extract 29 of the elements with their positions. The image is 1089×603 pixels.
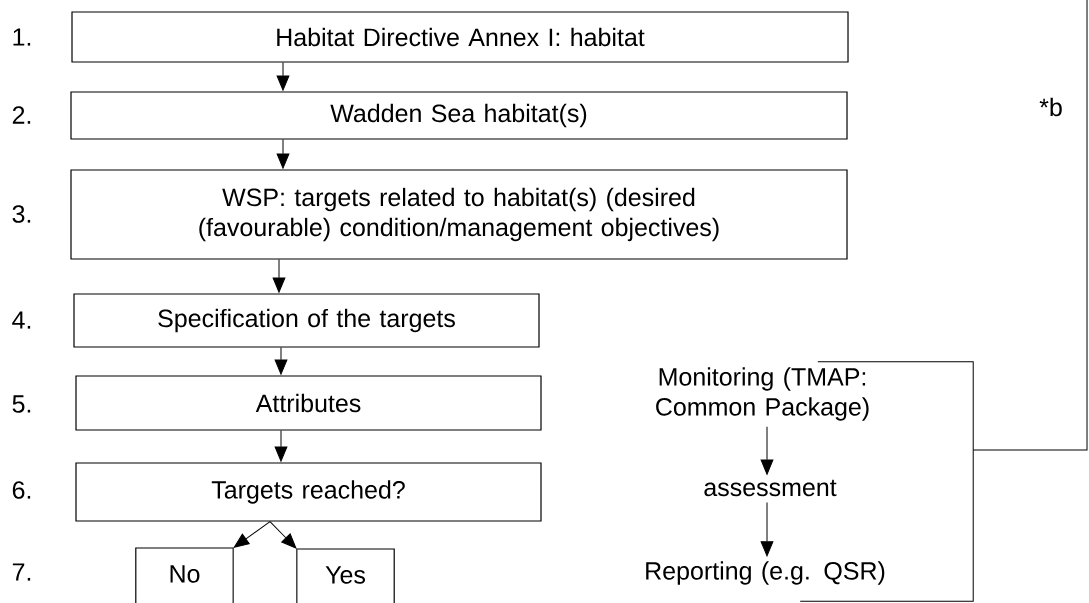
answer-box: No	[135, 547, 234, 603]
process-box: Specification of the targets	[73, 293, 540, 348]
process-box: Wadden Sea habitat(s)	[70, 91, 848, 140]
arrow	[274, 347, 288, 375]
step-number: 1.	[13, 28, 31, 46]
step-text: assessment	[704, 479, 837, 497]
arrow	[276, 62, 290, 91]
step-number: 7.	[12, 563, 31, 581]
arrow	[272, 259, 286, 293]
step-text: Monitoring (TMAP: Common Package)	[656, 367, 869, 421]
note-label: *b	[1039, 97, 1062, 117]
arrow	[760, 501, 774, 557]
step-number: 5.	[12, 395, 31, 413]
arrow	[233, 521, 271, 548]
answer-box: Yes	[296, 548, 395, 603]
process-box: Attributes	[75, 375, 542, 431]
process-box: Habitat Directive Annex I: habitat	[71, 11, 849, 63]
step-text: Reporting (e.g. QSR)	[646, 561, 885, 585]
step-number: 2.	[12, 106, 31, 124]
process-box: Targets reached?	[75, 462, 542, 522]
feedback-line	[972, 0, 1088, 451]
arrow	[269, 521, 297, 549]
step-number: 4.	[12, 311, 31, 329]
arrow	[760, 426, 774, 475]
process-box: WSP: targets related to habitat(s) (desired (favourable) condition/management objectives)	[70, 169, 848, 260]
step-number: 6.	[12, 481, 31, 499]
arrow	[274, 430, 288, 462]
step-number: 3.	[12, 205, 31, 223]
arrow	[276, 139, 290, 169]
